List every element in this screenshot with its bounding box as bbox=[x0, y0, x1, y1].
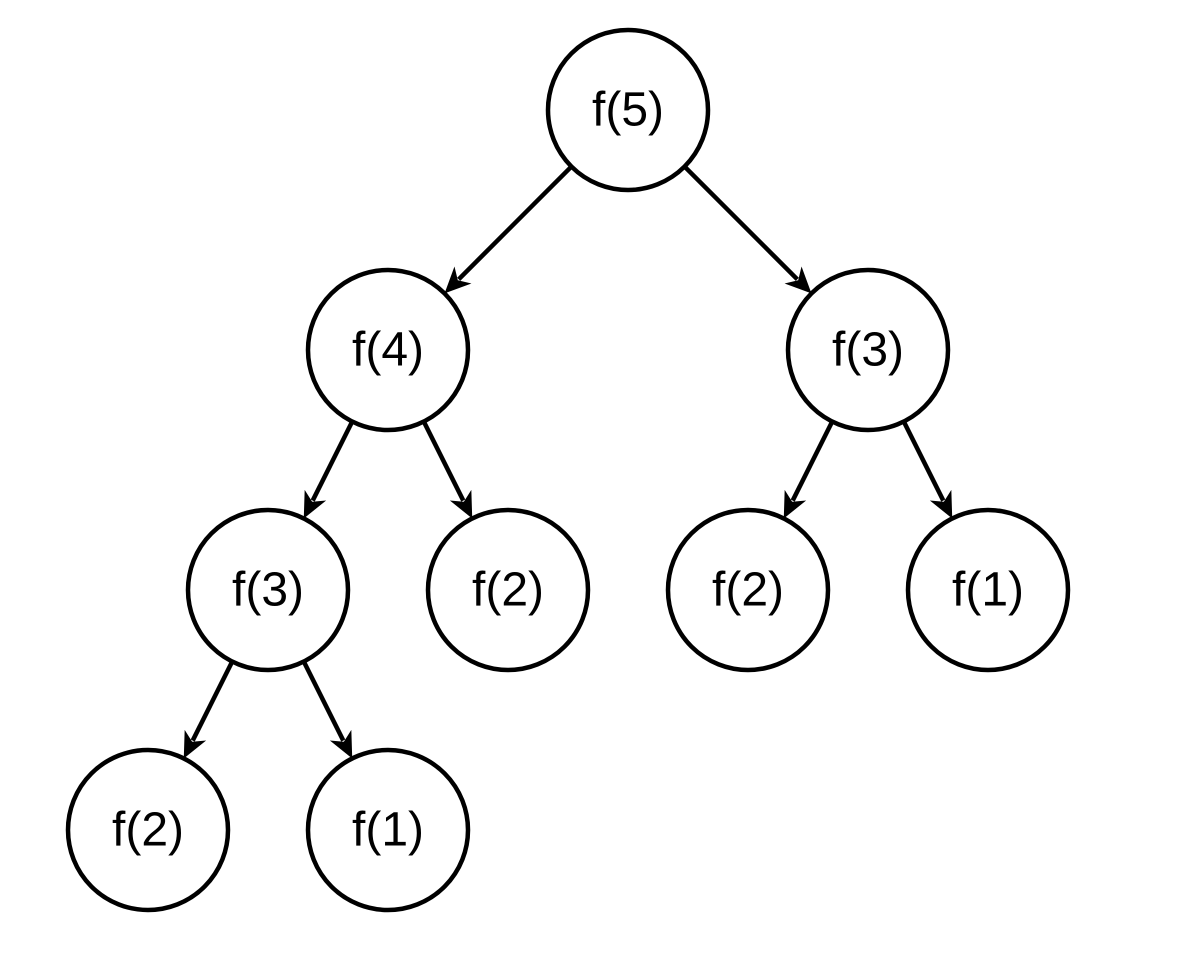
node-label: f(3) bbox=[232, 564, 304, 617]
node-label: f(1) bbox=[952, 564, 1024, 617]
nodes-layer: f(5) f(4) f(3) f(3) f(2) f(2) f(1) f(2) f(1) bbox=[65, 27, 1071, 913]
edge-line bbox=[301, 660, 346, 742]
edges-layer bbox=[183, 164, 953, 759]
arrowhead-icon bbox=[444, 266, 472, 294]
arrowhead-icon bbox=[183, 729, 207, 759]
arrowhead-icon bbox=[449, 489, 473, 519]
node-label: f(2) bbox=[712, 564, 784, 617]
node-circle bbox=[305, 747, 471, 913]
node-circle bbox=[65, 747, 231, 913]
edge-line bbox=[421, 420, 466, 502]
node-circle bbox=[785, 267, 951, 433]
arrowhead-icon bbox=[303, 489, 327, 519]
arrowhead-icon bbox=[784, 266, 812, 294]
tree-node: f(1) bbox=[305, 747, 471, 913]
node-label: f(2) bbox=[112, 804, 184, 857]
node-circle bbox=[545, 27, 711, 193]
edge-line bbox=[310, 420, 355, 502]
edge-arrow bbox=[901, 420, 953, 519]
edge-arrow bbox=[444, 164, 574, 294]
edge-line bbox=[682, 164, 799, 281]
edge-arrow bbox=[783, 420, 835, 519]
node-circle bbox=[305, 267, 471, 433]
tree-node: f(2) bbox=[65, 747, 231, 913]
tree-node: f(3) bbox=[185, 507, 351, 673]
edge-line bbox=[790, 420, 835, 502]
tree-node: f(5) bbox=[545, 27, 711, 193]
tree-node: f(2) bbox=[425, 507, 591, 673]
edge-line bbox=[457, 164, 574, 281]
edge-arrow bbox=[421, 420, 473, 519]
arrowhead-icon bbox=[929, 489, 953, 519]
node-label: f(5) bbox=[592, 84, 664, 137]
tree-node: f(4) bbox=[305, 267, 471, 433]
edge-arrow bbox=[682, 164, 812, 294]
node-circle bbox=[665, 507, 831, 673]
node-circle bbox=[905, 507, 1071, 673]
edge-arrow bbox=[303, 420, 355, 519]
edge-line bbox=[901, 420, 946, 502]
node-circle bbox=[425, 507, 591, 673]
node-label: f(2) bbox=[472, 564, 544, 617]
node-label: f(3) bbox=[832, 324, 904, 377]
edge-line bbox=[190, 660, 235, 742]
arrowhead-icon bbox=[329, 729, 353, 759]
tree-node: f(3) bbox=[785, 267, 951, 433]
arrowhead-icon bbox=[783, 489, 807, 519]
edge-arrow bbox=[183, 660, 235, 759]
node-label: f(1) bbox=[352, 804, 424, 857]
node-label: f(4) bbox=[352, 324, 424, 377]
tree-node: f(2) bbox=[665, 507, 831, 673]
node-circle bbox=[185, 507, 351, 673]
tree-node: f(1) bbox=[905, 507, 1071, 673]
edge-arrow bbox=[301, 660, 353, 759]
